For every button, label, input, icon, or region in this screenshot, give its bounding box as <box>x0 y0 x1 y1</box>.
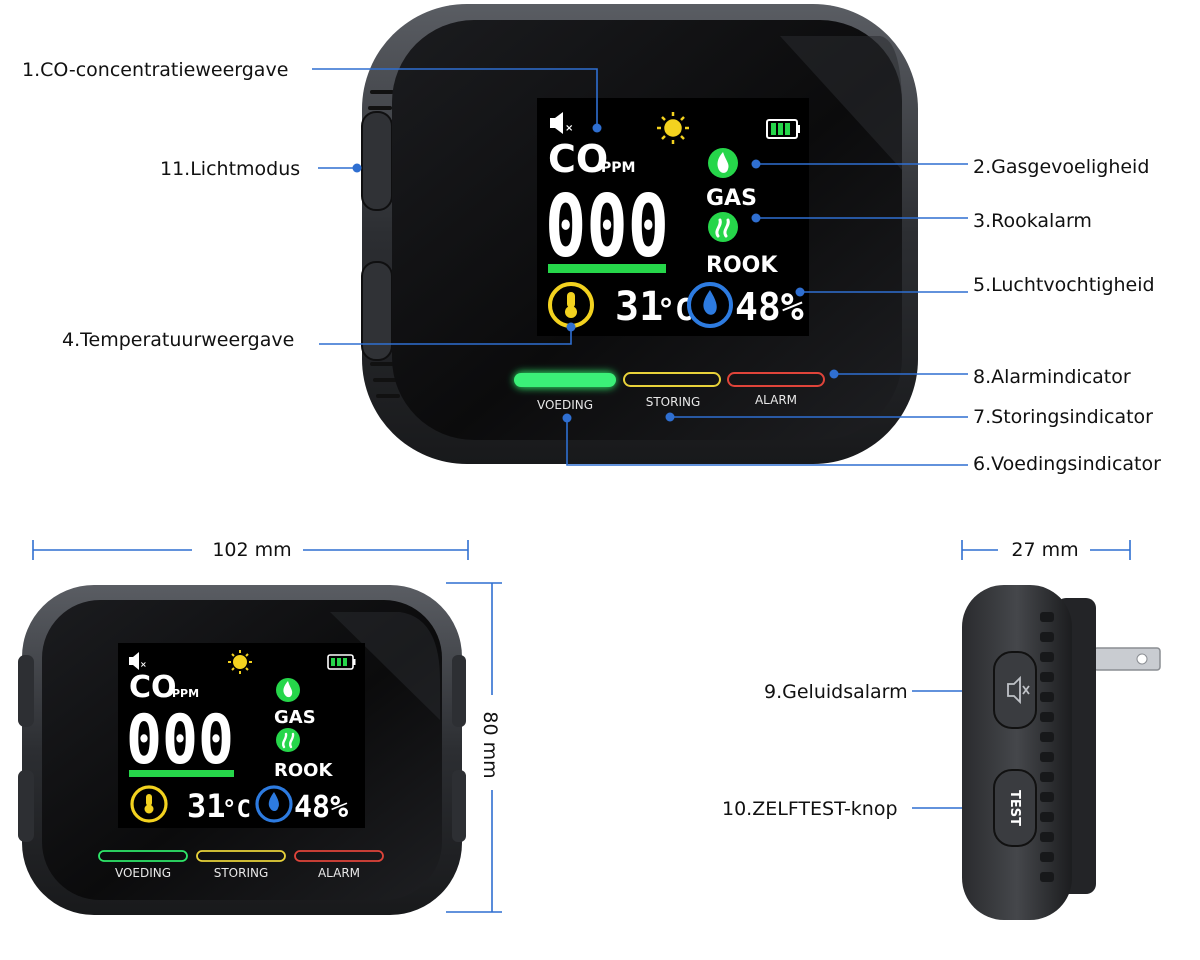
dimension-height: 80 mm <box>479 711 501 778</box>
front-view-rook-label: ROOK <box>274 760 333 781</box>
front-view-side-button-lower <box>18 770 34 842</box>
co-label: CO <box>548 137 608 181</box>
flame-icon <box>708 148 738 178</box>
flame-icon <box>276 678 300 702</box>
front-view-lcd <box>118 643 365 828</box>
front-view-side-button-right <box>452 655 466 727</box>
sound-alarm-button[interactable] <box>993 651 1037 729</box>
alarm-led <box>727 372 825 387</box>
front-view-side-button-right-lower <box>452 770 466 842</box>
main-device: × CO PPM 000 GAS <box>361 4 918 464</box>
co-value: 000 <box>545 177 669 277</box>
front-view-co-label: CO <box>129 670 177 705</box>
callout-11-light-mode: 11.Lichtmodus <box>160 158 300 180</box>
dimension-depth: 27 mm <box>1011 539 1078 561</box>
mute-icon: × <box>550 112 573 134</box>
callout-6-power-indicator: 6.Voedingsindicator <box>973 453 1161 475</box>
front-view-temp-unit: °C <box>222 795 251 823</box>
front-view-device: × CO PPM 000 GAS ROOK <box>18 585 466 915</box>
front-view-storing-label: STORING <box>214 866 269 880</box>
callout-8-alarm-indicator: 8.Alarmindicator <box>973 366 1131 388</box>
front-view-gas-label: GAS <box>274 707 316 728</box>
battery-icon <box>766 119 800 139</box>
front-view-storing-led <box>196 850 286 862</box>
callout-5-humidity: 5.Luchtvochtigheid <box>973 274 1155 296</box>
sun-icon <box>228 650 252 674</box>
side-view-body <box>962 585 1072 920</box>
temperature-unit: °C <box>657 293 693 328</box>
callout-1-co-display: 1.CO-concentratieweergave <box>22 59 288 81</box>
front-view-voeding-label: VOEDING <box>115 866 171 880</box>
speaker-mute-icon <box>1007 675 1030 705</box>
dimension-lines <box>32 540 1131 913</box>
side-button-lower[interactable] <box>361 261 393 361</box>
storing-led <box>623 372 721 387</box>
ppm-unit: PPM <box>601 160 635 176</box>
co-level-bar <box>548 264 666 273</box>
selftest-button[interactable] <box>993 769 1037 847</box>
glass-reflection <box>780 36 902 170</box>
voeding-led <box>514 373 616 387</box>
temperature-value: 31 <box>615 284 663 330</box>
humidity-value: 48% <box>735 285 804 329</box>
callout-4-temperature: 4.Temperatuurweergave <box>62 329 294 351</box>
storing-label: STORING <box>646 395 701 409</box>
lcd-screen <box>537 98 809 336</box>
side-view-ribs <box>1040 612 1054 882</box>
callout-10-selftest-button: 10.ZELFTEST-knop <box>722 798 898 820</box>
light-mode-button[interactable] <box>361 111 393 211</box>
callout-7-fault-indicator: 7.Storingsindicator <box>973 406 1153 428</box>
callout-9-sound-alarm: 9.Geluidsalarm <box>764 681 908 703</box>
front-view-alarm-label: ALARM <box>318 866 360 880</box>
battery-icon <box>327 654 356 670</box>
smoke-icon <box>276 728 300 752</box>
thermometer-icon <box>130 785 168 823</box>
front-view-alarm-led <box>294 850 384 862</box>
callout-2-gas-sensitivity: 2.Gasgevoeligheid <box>973 156 1149 178</box>
plug-prong <box>1093 647 1161 671</box>
dimension-width: 102 mm <box>212 539 291 561</box>
rook-label: ROOK <box>706 253 778 278</box>
smoke-icon <box>708 212 738 242</box>
humidity-icon <box>255 785 293 823</box>
humidity-icon <box>687 282 733 328</box>
svg-text:×: × <box>565 123 573 134</box>
gas-label: GAS <box>706 186 757 211</box>
alarm-label: ALARM <box>755 393 797 407</box>
front-view-voeding-led <box>98 850 188 862</box>
voeding-label: VOEDING <box>537 398 593 412</box>
front-view-co-bar <box>129 770 234 777</box>
front-view-side-button-upper <box>18 655 34 727</box>
svg-text:×: × <box>140 660 147 669</box>
mute-icon: × <box>129 652 147 670</box>
front-view-ppm-unit: PPM <box>172 687 199 700</box>
sun-icon <box>657 112 689 144</box>
front-view-reflection <box>330 612 440 720</box>
side-view-device: TEST <box>962 585 1161 920</box>
test-button-label: TEST <box>1007 790 1022 826</box>
front-view-co-value: 000 <box>126 701 234 780</box>
callout-3-smoke-alarm: 3.Rookalarm <box>973 210 1092 232</box>
front-view-temperature: 31 <box>187 787 226 825</box>
front-view-humidity: 48% <box>294 790 348 825</box>
